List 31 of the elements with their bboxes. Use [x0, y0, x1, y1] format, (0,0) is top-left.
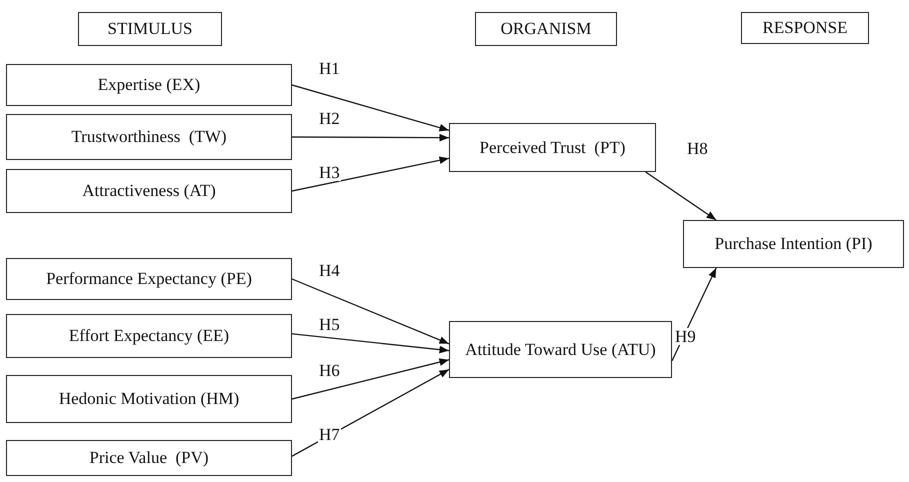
construct-box: Price Value (PV) [6, 440, 292, 476]
edge-label: H5 [318, 316, 341, 333]
construct-box: Trustworthiness (TW) [6, 114, 292, 160]
construct-box: RESPONSE [741, 12, 869, 44]
edge-label: H7 [318, 426, 341, 443]
arrow [645, 172, 716, 220]
construct-box: Effort Expectancy (EE) [6, 314, 292, 358]
edge-label: H6 [318, 362, 341, 379]
construct-box: Purchase Intention (PI) [683, 220, 904, 268]
edge-label: H4 [318, 262, 341, 279]
arrow [671, 268, 717, 362]
construct-box: Performance Expectancy (PE) [6, 258, 292, 300]
arrow [292, 134, 449, 142]
arrow [292, 368, 450, 457]
construct-box: Expertise (EX) [6, 64, 292, 106]
arrow [292, 358, 450, 400]
arrow [292, 156, 450, 192]
edge-label: H8 [686, 140, 709, 157]
construct-box: ORGANISM [475, 12, 617, 46]
arrow [292, 84, 450, 132]
arrow [292, 333, 450, 354]
arrow [292, 278, 450, 344]
construct-box: STIMULUS [78, 12, 222, 46]
construct-box: Perceived Trust (PT) [449, 123, 656, 172]
edge-label: H2 [318, 110, 341, 127]
construct-box: Attitude Toward Use (ATU) [449, 321, 672, 378]
edge-label: H1 [318, 60, 341, 77]
edge-label: H3 [318, 164, 341, 181]
construct-box: Hedonic Motivation (HM) [6, 375, 292, 423]
construct-box: Attractiveness (AT) [6, 169, 292, 213]
edge-label: H9 [674, 328, 697, 345]
